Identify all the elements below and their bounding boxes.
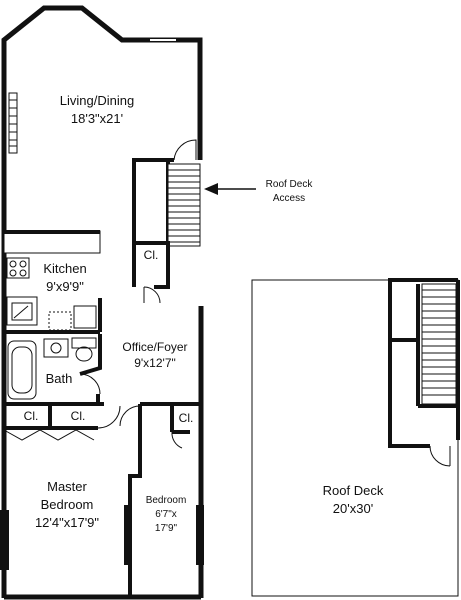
bath-name: Bath — [46, 371, 73, 386]
roof-deck-dims: 20'x30' — [333, 501, 373, 516]
kitchen-fixtures — [3, 230, 102, 334]
bedroom-dims-line1: 6'7"x — [155, 509, 177, 520]
bath-fixtures — [7, 334, 102, 404]
office-foyer-dims: 9'x12'7" — [134, 356, 176, 370]
roof-access-arrow — [204, 183, 256, 195]
interior-walls — [3, 402, 201, 597]
bedroom-dims-line2: 17'9" — [155, 523, 178, 534]
roof-access-label-line2: Access — [273, 193, 305, 204]
roof-stair-treads — [422, 289, 456, 396]
closet-left-label: Cl. — [24, 409, 39, 423]
master-bedroom-name-line2: Bedroom — [41, 497, 94, 512]
living-dining-dims: 18'3"x21' — [71, 111, 123, 126]
master-bedroom-name: Master — [47, 479, 87, 494]
closet-right-label: Cl. — [179, 411, 194, 425]
stair-enclosure — [132, 139, 201, 304]
roof-access-label-line1: Roof Deck — [266, 179, 314, 190]
bedroom-name: Bedroom — [146, 495, 187, 506]
office-foyer-name: Office/Foyer — [122, 340, 187, 354]
kitchen-dims: 9'x9'9" — [46, 279, 84, 294]
master-bedroom-dims: 12'4"x17'9" — [35, 515, 99, 530]
kitchen-name: Kitchen — [43, 261, 86, 276]
roof-deck-name: Roof Deck — [323, 483, 384, 498]
living-dining-name: Living/Dining — [60, 93, 134, 108]
stair-treads — [168, 169, 200, 243]
stair-closet-label: Cl. — [144, 248, 159, 262]
roof-deck-plan — [251, 278, 460, 597]
closet-middle-label: Cl. — [71, 409, 86, 423]
